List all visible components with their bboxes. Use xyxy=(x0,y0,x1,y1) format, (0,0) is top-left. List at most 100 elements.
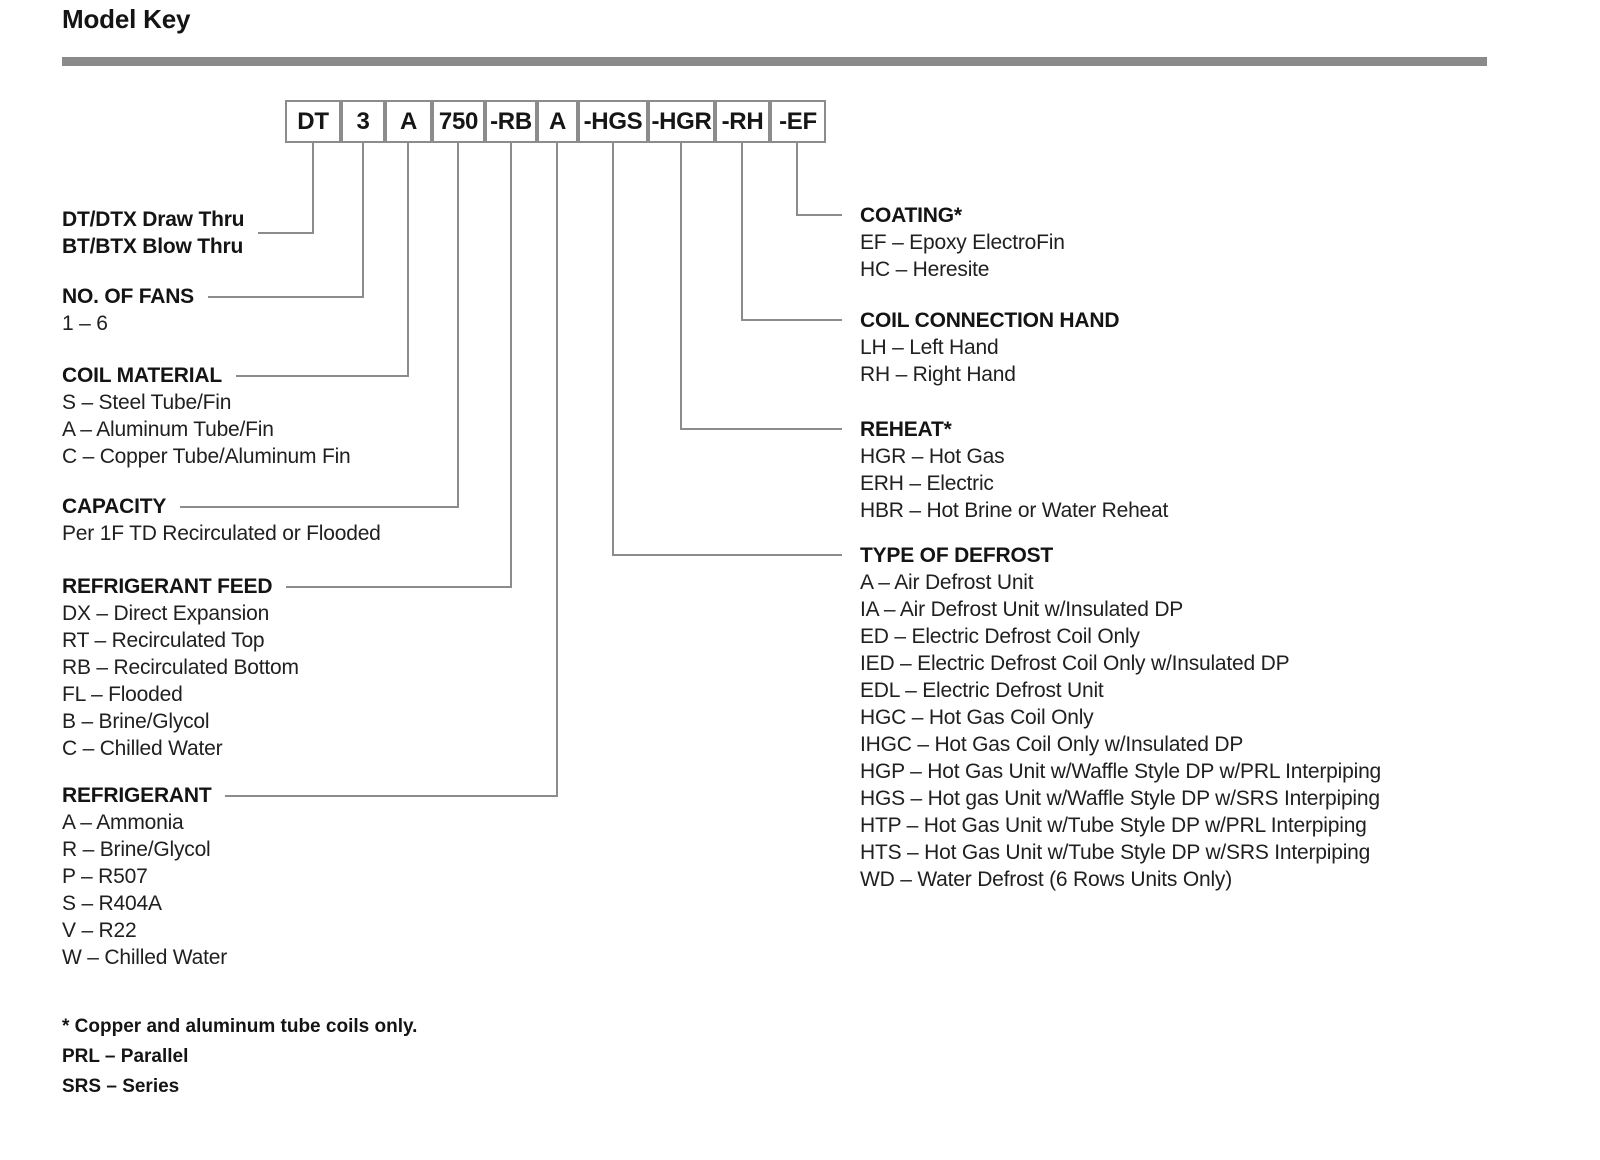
code-segment-rb: -RB xyxy=(485,100,537,143)
key-item: HGS – Hot gas Unit w/Waffle Style DP w/S… xyxy=(860,787,1380,810)
connector-vline-refrigerant-feed xyxy=(510,143,512,587)
key-item: LH – Left Hand xyxy=(860,336,999,359)
connector-vline-refrigerant xyxy=(556,143,558,796)
key-item: C – Chilled Water xyxy=(62,737,223,760)
connector-hline-refrigerant xyxy=(225,794,558,797)
connector-hline-unit-type xyxy=(258,232,314,234)
key-item: R – Brine/Glycol xyxy=(62,838,211,861)
section-items: 1 – 6 xyxy=(62,310,364,337)
key-item: 1 – 6 xyxy=(62,312,108,335)
section-header-line: REFRIGERANT FEED xyxy=(62,575,273,598)
key-item: HTP – Hot Gas Unit w/Tube Style DP w/PRL… xyxy=(860,814,1367,837)
section-refrigerant-feed: REFRIGERANT FEED DX – Direct Expansion RT … xyxy=(62,573,512,762)
key-item: RB – Recirculated Bottom xyxy=(62,656,299,679)
section-header-line: NO. OF FANS xyxy=(62,285,194,308)
section-items: LH – Left Hand RH – Right Hand xyxy=(860,334,1119,388)
section-header-line: DT/DTX Draw Thru xyxy=(62,208,245,231)
section-header: COATING* xyxy=(860,202,1065,229)
section-header: COIL MATERIAL xyxy=(62,362,222,389)
key-item: V – R22 xyxy=(62,919,137,942)
code-segment-750: 750 xyxy=(432,100,485,143)
section-items: A – Ammonia R – Brine/Glycol P – R507 S – R… xyxy=(62,809,558,971)
section-header: CAPACITY xyxy=(62,493,166,520)
footnote-line: * Copper and aluminum tube coils only. xyxy=(62,1016,418,1037)
connector-hline-no-of-fans xyxy=(207,295,364,298)
section-header-line: COATING* xyxy=(860,204,962,227)
key-item: B – Brine/Glycol xyxy=(62,710,210,733)
section-header-line: CAPACITY xyxy=(62,495,167,518)
connector-hline-refrigerant-feed xyxy=(286,585,512,588)
page-title: Model Key xyxy=(62,4,191,34)
section-header-line: BT/BTX Blow Thru xyxy=(62,235,244,258)
connector-vline-unit-type xyxy=(312,143,314,234)
key-item: ERH – Electric xyxy=(860,472,994,495)
section-items: DX – Direct Expansion RT – Recirculated T… xyxy=(62,600,512,762)
key-item: HGP – Hot Gas Unit w/Waffle Style DP w/P… xyxy=(860,760,1382,783)
key-item: S – Steel Tube/Fin xyxy=(62,391,232,414)
section-header-line: REFRIGERANT xyxy=(62,784,212,807)
key-item: FL – Flooded xyxy=(62,683,183,706)
section-header-row: NO. OF FANS xyxy=(62,283,364,310)
code-segment-3: 3 xyxy=(341,100,385,143)
key-item: S – R404A xyxy=(62,892,162,915)
key-item: RT – Recirculated Top xyxy=(62,629,265,652)
section-refrigerant: REFRIGERANT A – Ammonia R – Brine/Glycol P … xyxy=(62,782,558,971)
connector-hline-type-of-defrost xyxy=(612,554,842,556)
connector-hline-coating xyxy=(796,214,842,216)
section-header-row: CAPACITY xyxy=(62,493,459,520)
key-item: WD – Water Defrost (6 Rows Units Only) xyxy=(860,868,1233,891)
key-item: EDL – Electric Defrost Unit xyxy=(860,679,1104,702)
section-header: REHEAT* xyxy=(860,416,1168,443)
connector-hline-coil-connection-hand xyxy=(741,319,842,321)
connector-hline-capacity xyxy=(180,505,459,508)
key-item: HGC – Hot Gas Coil Only xyxy=(860,706,1094,729)
code-segment-a: A xyxy=(385,100,432,143)
section-header-line: TYPE OF DEFROST xyxy=(860,544,1054,567)
key-item: HTS – Hot Gas Unit w/Tube Style DP w/SRS… xyxy=(860,841,1371,864)
section-no-of-fans: NO. OF FANS 1 – 6 xyxy=(62,283,364,337)
connector-vline-coil-connection-hand xyxy=(741,143,743,321)
key-item: IED – Electric Defrost Coil Only w/Insul… xyxy=(860,652,1290,675)
key-item: EF – Epoxy ElectroFin xyxy=(860,231,1065,254)
key-item: A – Air Defrost Unit xyxy=(860,571,1034,594)
code-segment-ef: -EF xyxy=(770,100,826,143)
section-coating: COATING* EF – Epoxy ElectroFin HC – Heresi… xyxy=(860,202,1065,283)
connector-hline-coil-material xyxy=(235,374,409,377)
key-item: HC – Heresite xyxy=(860,258,990,281)
key-item: DX – Direct Expansion xyxy=(62,602,270,625)
section-header: REFRIGERANT FEED xyxy=(62,573,273,600)
connector-vline-no-of-fans xyxy=(362,143,364,297)
footnote-line: PRL – Parallel xyxy=(62,1046,189,1067)
footnotes: * Copper and aluminum tube coils only. PR… xyxy=(62,1012,417,1102)
key-item: RH – Right Hand xyxy=(860,363,1016,386)
connector-vline-coil-material xyxy=(407,143,409,376)
key-item: A – Ammonia xyxy=(62,811,184,834)
section-header: NO. OF FANS xyxy=(62,283,194,310)
section-header-row: REFRIGERANT xyxy=(62,782,558,809)
code-segment-rh: -RH xyxy=(715,100,770,143)
key-item: W – Chilled Water xyxy=(62,946,228,969)
key-item: P – R507 xyxy=(62,865,148,888)
key-item: Per 1F TD Recirculated or Flooded xyxy=(62,522,381,545)
footnote-line: SRS – Series xyxy=(62,1076,180,1097)
section-header-row: COIL MATERIAL xyxy=(62,362,409,389)
code-segment-a: A xyxy=(537,100,578,143)
key-item: ED – Electric Defrost Coil Only xyxy=(860,625,1140,648)
section-header-line: COIL MATERIAL xyxy=(62,364,222,387)
section-header: COIL CONNECTION HAND xyxy=(860,307,1119,334)
section-header: REFRIGERANT xyxy=(62,782,212,809)
section-items: Per 1F TD Recirculated or Flooded xyxy=(62,520,459,547)
connector-vline-coating xyxy=(796,143,798,216)
section-capacity: CAPACITY Per 1F TD Recirculated or Floode… xyxy=(62,493,459,547)
key-item: IHGC – Hot Gas Coil Only w/Insulated DP xyxy=(860,733,1244,756)
code-segment-hgr: -HGR xyxy=(648,100,715,143)
